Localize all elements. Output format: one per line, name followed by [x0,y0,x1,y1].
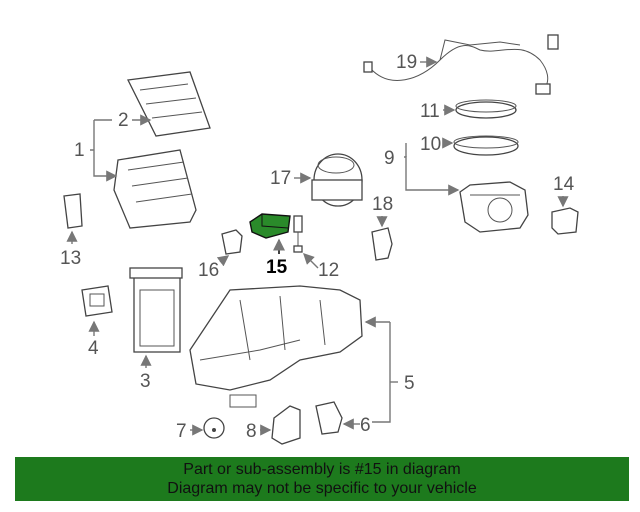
part-2-filter-cover [127,71,211,137]
part-18-resistor [371,227,393,261]
banner-line-1: Part or sub-assembly is #15 in diagram [183,461,461,478]
part-6-actuator [315,401,343,435]
part-12-sensor [293,215,303,253]
callout-4: 4 [88,338,99,359]
part-15-actuator[interactable] [249,213,291,239]
parts-diagram: 19 11 10 9 14 18 17 [60,34,579,445]
callout-19: 19 [396,52,417,73]
part-11-ring [455,99,517,119]
callout-16: 16 [198,260,219,281]
banner-line-2: Diagram may not be specific to your vehi… [167,480,477,497]
callout-15: 15 [266,257,288,278]
part-9-blower-housing [459,181,529,233]
part-16-clip [221,229,243,255]
part-4-duct [81,285,113,317]
callout-8: 8 [246,421,257,442]
part-14-bracket [551,207,579,235]
part-1-case [113,149,197,229]
part-3-heater-core [129,267,183,353]
part-17-blower-motor [311,153,363,207]
info-banner: Part or sub-assembly is #15 in diagram D… [15,457,629,501]
callout-1: 1 [74,140,85,161]
part-10-ring [453,135,519,156]
callout-2: 2 [118,110,129,131]
callout-9: 9 [384,148,395,169]
callout-5: 5 [404,373,415,394]
callout-6: 6 [360,415,371,436]
callout-13: 13 [60,248,81,269]
part-8-actuator [271,405,301,445]
callout-10: 10 [420,134,441,155]
callout-7: 7 [176,421,187,442]
callout-11: 11 [420,101,440,122]
part-13-bracket [63,193,83,229]
part-7-grommet [203,417,225,439]
part-5-hvac-case [189,285,363,408]
callout-3: 3 [140,371,151,392]
callout-12: 12 [318,260,339,281]
callout-17: 17 [270,168,291,189]
part-19-wiring-harness [363,34,559,95]
callout-18: 18 [372,194,393,215]
callout-14: 14 [553,174,575,195]
